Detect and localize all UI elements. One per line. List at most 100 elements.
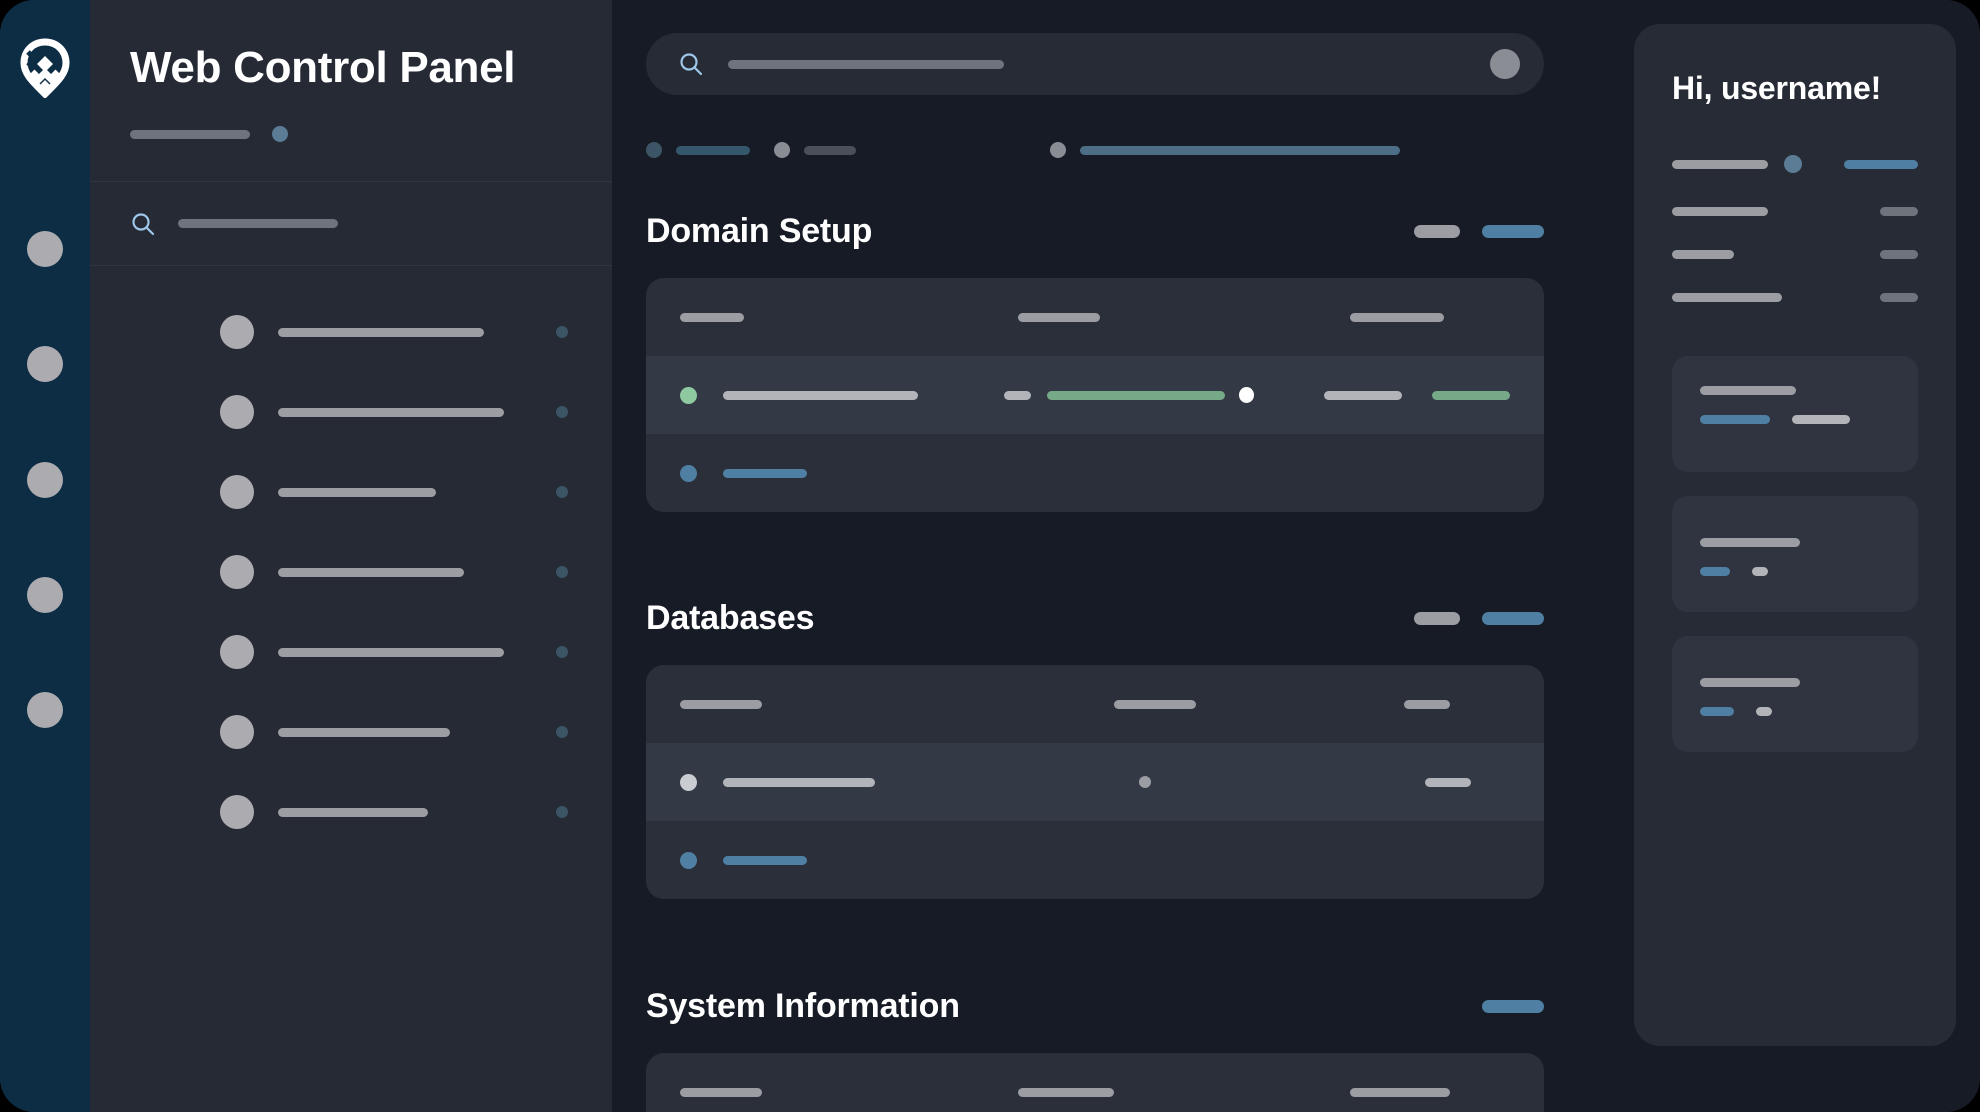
- global-search-input[interactable]: [728, 60, 1004, 69]
- section-header: Domain Setup: [646, 200, 1544, 262]
- widget-title: [1700, 386, 1796, 395]
- status-dot: [556, 326, 568, 338]
- search-input[interactable]: [178, 219, 338, 228]
- table-footer-row[interactable]: [646, 821, 1544, 899]
- widget-meta: [1700, 415, 1890, 424]
- sidebar-item-3[interactable]: [90, 452, 612, 532]
- rail-icon-5[interactable]: [27, 692, 63, 728]
- icon-rail: [0, 0, 90, 1112]
- user-panel: Hi, username!: [1634, 24, 1956, 1046]
- breadcrumb-dot-2[interactable]: [774, 142, 790, 158]
- sidebar-item-label: [278, 488, 436, 497]
- section-domain-setup: Domain Setup: [646, 200, 1544, 512]
- search-icon: [130, 211, 156, 237]
- primary-action-button[interactable]: [1482, 612, 1544, 625]
- sidebar-item-4[interactable]: [90, 532, 612, 612]
- table-row[interactable]: [646, 743, 1544, 821]
- table-footer-row[interactable]: [646, 434, 1544, 512]
- footer-link[interactable]: [723, 469, 807, 478]
- breadcrumb-segment-2[interactable]: [804, 146, 856, 155]
- column-header-1: [680, 313, 744, 322]
- section-title: Databases: [646, 599, 814, 638]
- table-header-row: [646, 665, 1544, 743]
- sidebar-item-icon: [220, 555, 254, 589]
- column-header-1: [680, 700, 762, 709]
- secondary-action-button[interactable]: [1414, 225, 1460, 238]
- rail-icon-1[interactable]: [27, 231, 63, 267]
- global-search-bar[interactable]: [646, 33, 1544, 95]
- column-header-3: [1350, 313, 1444, 322]
- widget-meta-value: [1756, 707, 1772, 716]
- row-cell-name: [723, 778, 875, 787]
- section-databases: Databases: [646, 587, 1544, 899]
- table-header-row: [646, 1053, 1544, 1112]
- breadcrumb-segment-1[interactable]: [676, 146, 750, 155]
- sidebar-item-5[interactable]: [90, 612, 612, 692]
- search-icon: [678, 51, 704, 77]
- sidebar-item-label: [278, 408, 504, 417]
- stat-label: [1672, 160, 1768, 169]
- sidebar-item-label: [278, 728, 450, 737]
- widget-link[interactable]: [1700, 567, 1730, 576]
- sidebar-item-icon: [220, 795, 254, 829]
- sidebar-item-icon: [220, 475, 254, 509]
- section-actions: [1482, 1000, 1544, 1013]
- stat-label-group: [1672, 293, 1782, 302]
- nav-sidebar: Web Control Panel: [90, 0, 612, 1112]
- page-title: Web Control Panel: [130, 46, 572, 90]
- sidebar-item-icon: [220, 715, 254, 749]
- breadcrumb-dot-3[interactable]: [1050, 142, 1066, 158]
- widget-card-2[interactable]: [1672, 496, 1918, 612]
- primary-action-button[interactable]: [1482, 225, 1544, 238]
- sidebar-item-2[interactable]: [90, 372, 612, 452]
- hestia-shield-logo-icon[interactable]: [19, 38, 71, 98]
- stat-label-group: [1672, 155, 1802, 173]
- rail-icon-4[interactable]: [27, 577, 63, 613]
- stat-value: [1880, 207, 1918, 216]
- section-title: Domain Setup: [646, 212, 872, 251]
- row-cell-value: [1425, 778, 1471, 787]
- secondary-action-button[interactable]: [1414, 612, 1460, 625]
- stat-label: [1672, 250, 1734, 259]
- breadcrumb-dot-1[interactable]: [646, 142, 662, 158]
- sidebar-subtitle-dot: [272, 126, 288, 142]
- stat-value-group: [1880, 250, 1918, 259]
- status-dot: [556, 566, 568, 578]
- primary-action-button[interactable]: [1482, 1000, 1544, 1013]
- widget-card-1[interactable]: [1672, 356, 1918, 472]
- sidebar-search[interactable]: [90, 182, 612, 266]
- section-actions: [1414, 612, 1544, 625]
- rail-icon-3[interactable]: [27, 462, 63, 498]
- breadcrumb-segment-3[interactable]: [1080, 146, 1400, 155]
- column-header-3: [1404, 700, 1450, 709]
- breadcrumb: [646, 139, 1544, 161]
- domain-setup-table: [646, 278, 1544, 512]
- status-dot: [556, 486, 568, 498]
- widget-link[interactable]: [1700, 415, 1770, 424]
- row-cell-marker: [1239, 387, 1254, 403]
- sidebar-item-6[interactable]: [90, 692, 612, 772]
- widget-card-3[interactable]: [1672, 636, 1918, 752]
- footer-link[interactable]: [723, 856, 807, 865]
- greeting-text: Hi, username!: [1672, 70, 1918, 107]
- table-row[interactable]: [646, 356, 1544, 434]
- sidebar-item-label: [278, 568, 464, 577]
- stat-label-group: [1672, 250, 1734, 259]
- stat-value-group: [1844, 160, 1918, 169]
- table-header-row: [646, 278, 1544, 356]
- widget-link[interactable]: [1700, 707, 1734, 716]
- sidebar-item-7[interactable]: [90, 772, 612, 852]
- sidebar-header: Web Control Panel: [90, 0, 612, 182]
- column-header-2: [1018, 1088, 1114, 1097]
- widget-title: [1700, 678, 1800, 687]
- footer-bullet: [680, 852, 697, 869]
- section-system-information: System Information: [646, 975, 1544, 1112]
- sidebar-item-icon: [220, 315, 254, 349]
- sidebar-item-1[interactable]: [90, 292, 612, 372]
- section-header: System Information: [646, 975, 1544, 1037]
- avatar[interactable]: [1490, 49, 1520, 79]
- stat-value: [1880, 293, 1918, 302]
- rail-icon-2[interactable]: [27, 346, 63, 382]
- section-header: Databases: [646, 587, 1544, 649]
